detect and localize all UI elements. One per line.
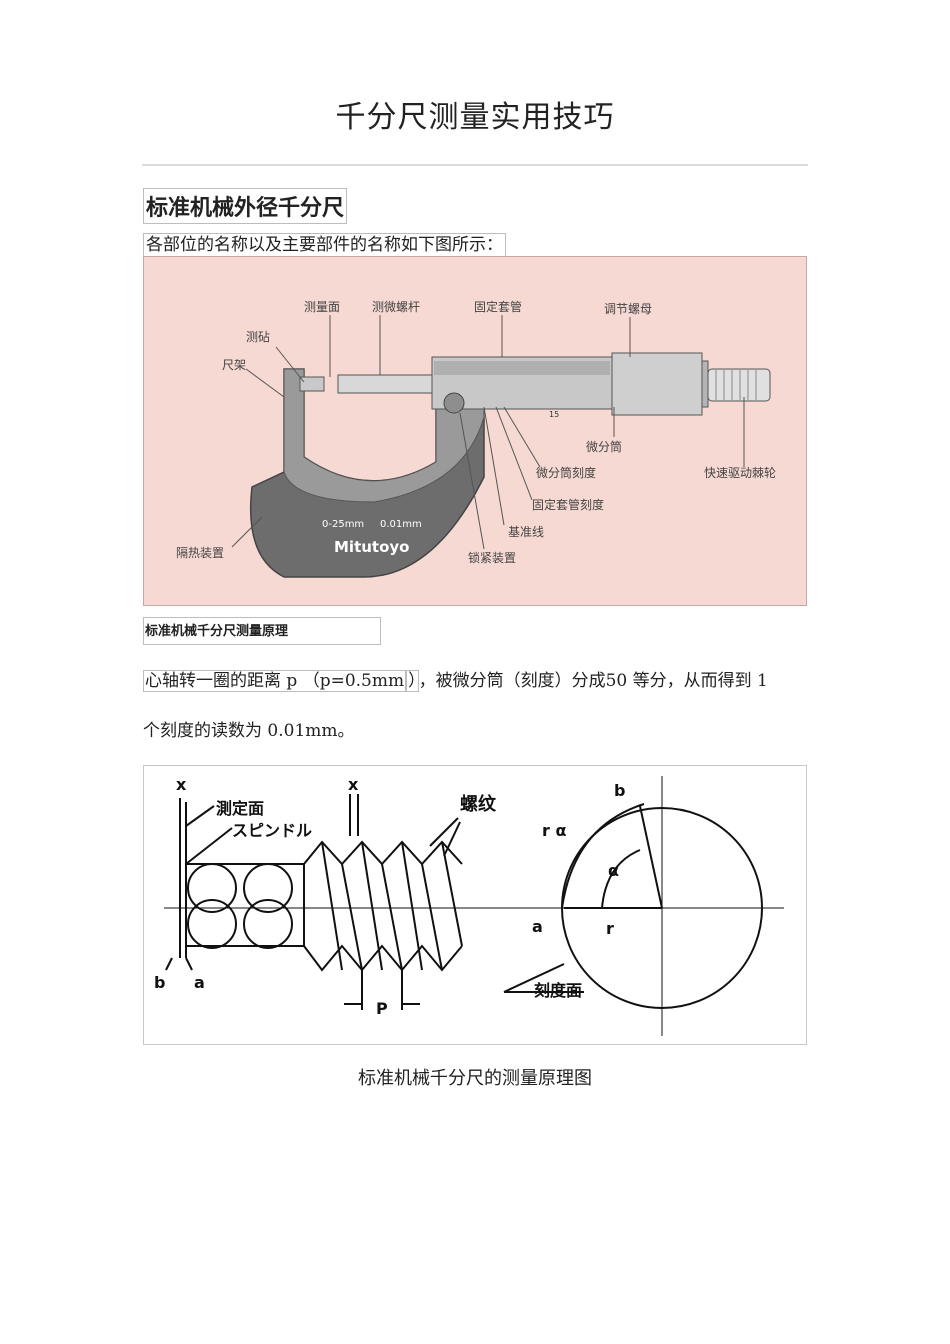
principle-paragraph-line1: 心轴转一圈的距离 p （p=0.5mm），被微分筒（刻度）分成50 等分，从而得…: [143, 666, 768, 696]
principle-text-part3: ，被微分筒（刻度）分成50 等分，从而得到 1: [418, 671, 768, 691]
principle-figure: x x 測定面 スピンドル 螺纹 b a P b a r α α r 刻度面: [143, 765, 807, 1045]
section-heading: 标准机械外径千分尺: [143, 188, 348, 224]
label-sleeve-scale: 固定套管刻度: [532, 497, 604, 512]
label-spindle: 测微螺杆: [372, 300, 420, 314]
anvil-shape: [299, 376, 325, 392]
thimble-shape: [611, 352, 703, 416]
label-adjust-nut: 调节螺母: [604, 302, 652, 316]
principle-paragraph-line2: 个刻度的读数为 0.01mm。: [143, 721, 355, 741]
label-b2: b: [614, 781, 625, 800]
principle-heading: 标准机械千分尺测量原理: [143, 617, 381, 645]
label-measuring-face: 测量面: [304, 300, 340, 314]
intro-text: 各部位的名称以及主要部件的名称如下图所示：: [143, 233, 506, 258]
label-spindle-jp: スピンドル: [232, 821, 312, 840]
label-b1: b: [154, 973, 165, 992]
micrometer-parts-drawing: 15 0-25mm 0.01mm Mitutoyo 测量面 测微螺杆 固定套管: [176, 299, 776, 578]
label-anvil: 测砧: [246, 330, 270, 344]
micrometer-parts-figure: 15 0-25mm 0.01mm Mitutoyo 测量面 测微螺杆 固定套管: [143, 256, 807, 606]
sleeve-scale-number: 15: [549, 410, 559, 419]
lock-shape: [443, 392, 465, 414]
label-pitch: P: [376, 999, 388, 1018]
label-a2: a: [532, 917, 543, 936]
frame-range-text: 0-25mm: [322, 519, 364, 530]
label-thimble-scale: 微分筒刻度: [536, 465, 596, 480]
principle-drawing: x x 測定面 スピンドル 螺纹 b a P b a r α α r 刻度面: [154, 775, 784, 1036]
label-frame: 尺架: [222, 358, 246, 372]
label-reference-line: 基准线: [508, 525, 544, 539]
principle-text-part2: ）: [406, 670, 419, 692]
frame-brand-text: Mitutoyo: [334, 538, 409, 556]
label-thread: 螺纹: [460, 793, 497, 815]
ratchet-shape: [707, 368, 771, 402]
figure-caption: 标准机械千分尺的测量原理图: [358, 1068, 592, 1089]
label-scale-face: 刻度面: [534, 981, 582, 1000]
label-lock: 锁紧装置: [468, 550, 516, 565]
frame-upper-shape: [283, 368, 485, 503]
label-r: r: [606, 919, 614, 938]
label-r-alpha: r α: [542, 821, 566, 840]
label-x2: x: [348, 775, 359, 794]
label-sleeve: 固定套管: [474, 299, 522, 314]
label-x1: x: [176, 775, 187, 794]
label-a1: a: [194, 973, 205, 992]
spindle-shape: [337, 374, 439, 394]
label-thimble: 微分筒: [586, 439, 622, 454]
label-measure-face: 測定面: [216, 799, 264, 818]
label-insulator: 隔热装置: [176, 546, 224, 560]
label-ratchet: 快速驱动棘轮: [704, 466, 776, 480]
title-divider: [142, 164, 808, 166]
label-alpha: α: [608, 861, 619, 880]
page-title: 千分尺测量实用技巧: [335, 100, 615, 135]
frame-resolution-text: 0.01mm: [380, 519, 422, 530]
principle-text-part1: 心轴转一圈的距离 p （p=0.5mm: [143, 670, 407, 692]
